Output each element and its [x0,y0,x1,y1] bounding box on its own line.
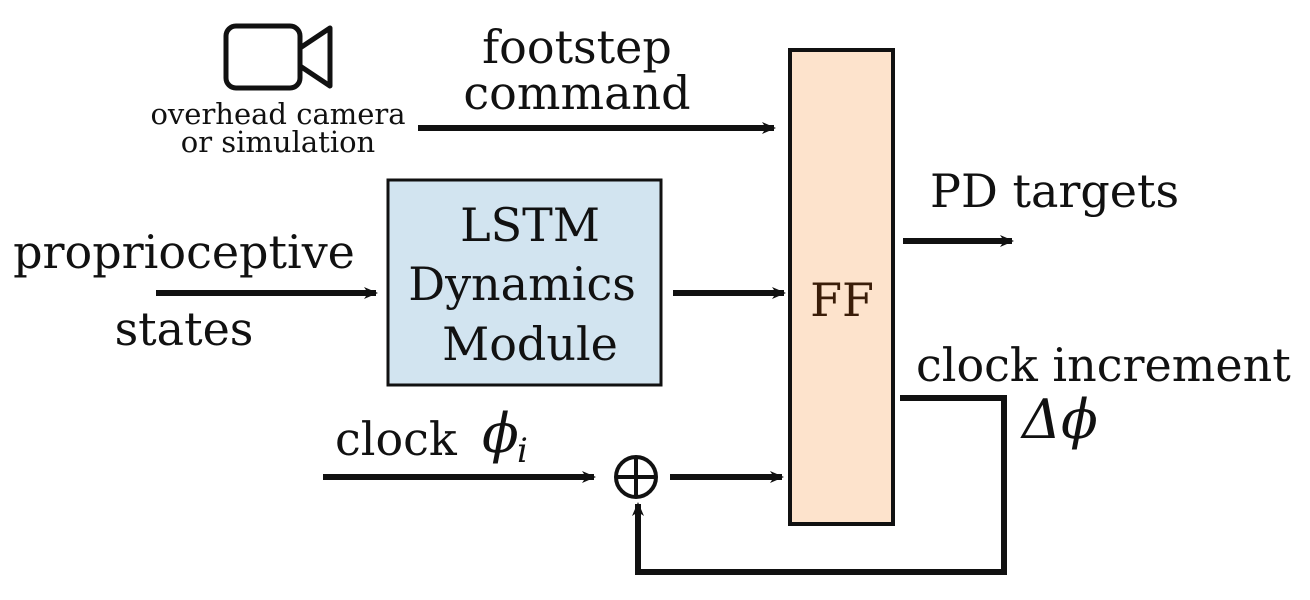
footstep-label-line1: footstep [482,20,672,74]
lstm-label-line2: Dynamics [408,257,636,311]
camera-label-line1: overhead camera [150,97,405,131]
pd-targets-label: PD targets [930,164,1179,218]
lstm-module-box: LSTM Dynamics Module [386,178,663,387]
lstm-label-line1: LSTM [460,198,600,252]
proprio-label-line1: proprioceptive [13,225,355,279]
clock-increment-label: clock increment [916,338,1291,392]
clock-increment-feedback-arrow [632,395,1007,575]
proprio-label-line2: states [115,302,254,356]
clock-phi-symbol: ϕ [482,402,519,465]
circled-plus-icon [614,455,658,499]
clock-label: clock [335,412,458,466]
lstm-label-line3: Module [442,317,618,371]
clock-phi-subscript: i [517,431,528,471]
video-camera-icon [223,23,333,91]
ff-block: FF [788,48,895,526]
footstep-label-line2: command [463,66,690,120]
camera-label-line2: or simulation [181,125,376,159]
delta-phi-label: Δϕ [1020,388,1098,451]
ff-label: FF [810,273,874,327]
